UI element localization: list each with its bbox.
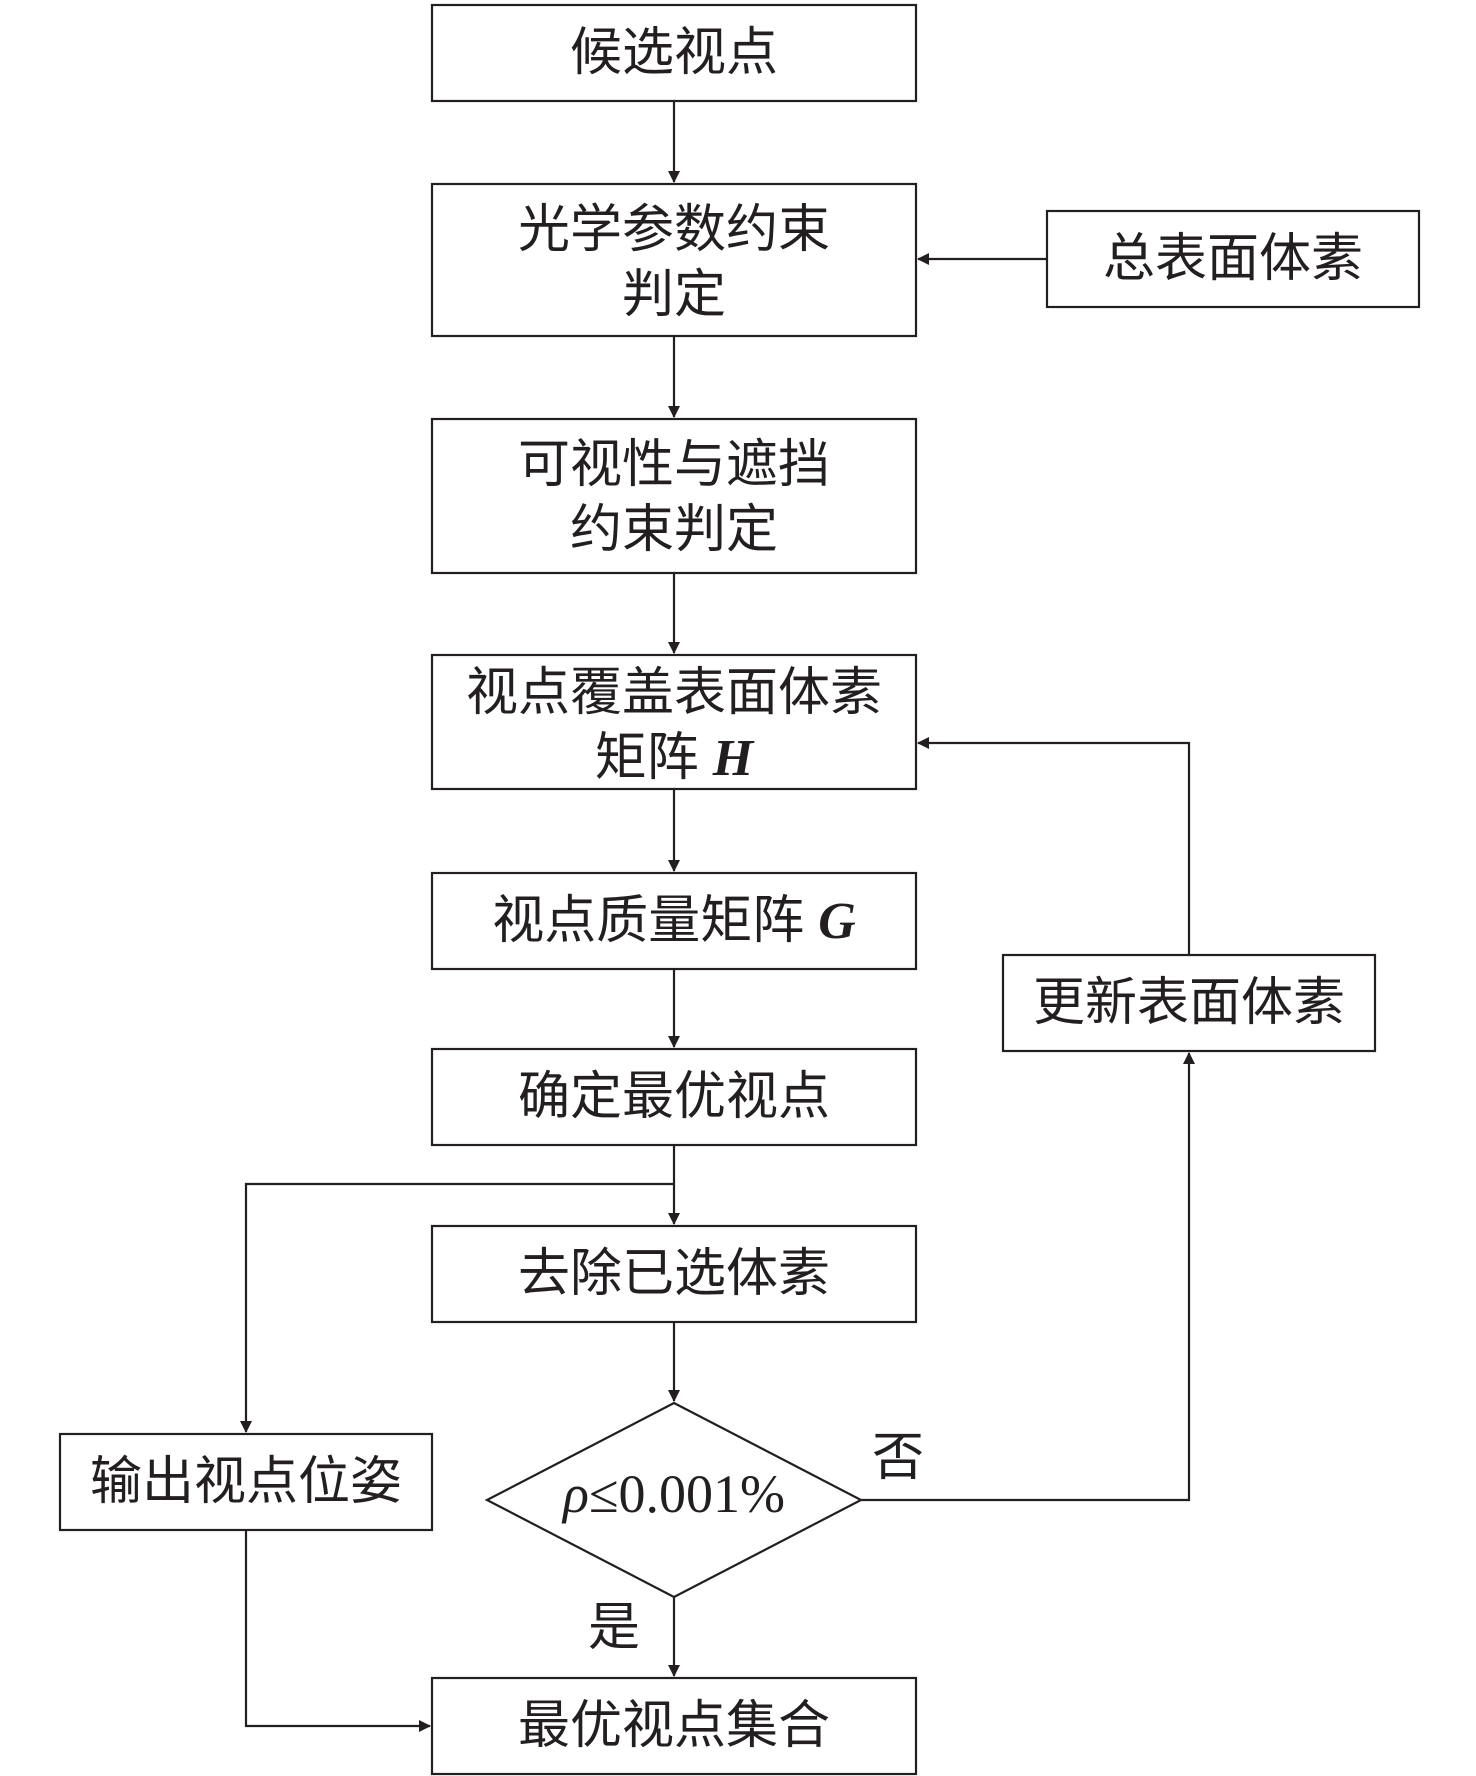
node-optical-label-2: 判定 bbox=[622, 265, 726, 325]
threshold-text: ≤0.001% bbox=[589, 1464, 785, 1524]
node-candidate-label: 候选视点 bbox=[570, 23, 778, 83]
edge-update-to-coverage bbox=[917, 737, 1191, 955]
edge-determine-to-output bbox=[240, 1182, 674, 1433]
node-decision-label: ρ≤0.001% bbox=[561, 1464, 785, 1524]
edge-label-yes: 是 bbox=[588, 1598, 640, 1658]
edge-decision-no-to-update bbox=[861, 1052, 1195, 1502]
node-visibility-constraint: 可视性与遮挡 约束判定 bbox=[430, 417, 918, 575]
node-output-pose-label: 输出视点位姿 bbox=[90, 1452, 402, 1512]
node-determine-best: 确定最优视点 bbox=[430, 1047, 918, 1147]
node-determine-best-label: 确定最优视点 bbox=[518, 1067, 830, 1127]
edge-output-to-best-set bbox=[244, 1530, 431, 1732]
node-output-pose: 输出视点位姿 bbox=[58, 1432, 434, 1532]
node-update-voxels: 更新表面体素 bbox=[1001, 953, 1377, 1053]
node-total-voxels: 总表面体素 bbox=[1045, 209, 1421, 309]
node-remove-selected: 去除已选体素 bbox=[430, 1224, 918, 1324]
node-optical-constraint: 光学参数约束 判定 bbox=[430, 182, 918, 338]
node-coverage-text: 矩阵 bbox=[595, 728, 699, 788]
node-total-voxels-label: 总表面体素 bbox=[1103, 229, 1363, 289]
node-decision: ρ≤0.001% bbox=[484, 1401, 864, 1599]
node-visibility-label-1: 可视性与遮挡 bbox=[518, 435, 830, 495]
node-quality-text: 视点质量矩阵 bbox=[492, 891, 804, 951]
edge-label-no: 否 bbox=[872, 1428, 924, 1488]
node-visibility-label-2: 约束判定 bbox=[570, 500, 778, 560]
rho-symbol: ρ bbox=[561, 1464, 589, 1524]
node-update-voxels-label: 更新表面体素 bbox=[1033, 973, 1345, 1033]
node-best-set-label: 最优视点集合 bbox=[518, 1696, 830, 1756]
node-optical-label-1: 光学参数约束 bbox=[518, 200, 830, 260]
node-candidate: 候选视点 bbox=[430, 3, 918, 103]
matrix-h-symbol: H bbox=[712, 730, 755, 787]
node-coverage-label-1: 视点覆盖表面体素 bbox=[466, 663, 882, 723]
node-best-set: 最优视点集合 bbox=[430, 1676, 918, 1776]
node-remove-selected-label: 去除已选体素 bbox=[518, 1244, 830, 1304]
matrix-g-symbol: G bbox=[818, 893, 856, 950]
